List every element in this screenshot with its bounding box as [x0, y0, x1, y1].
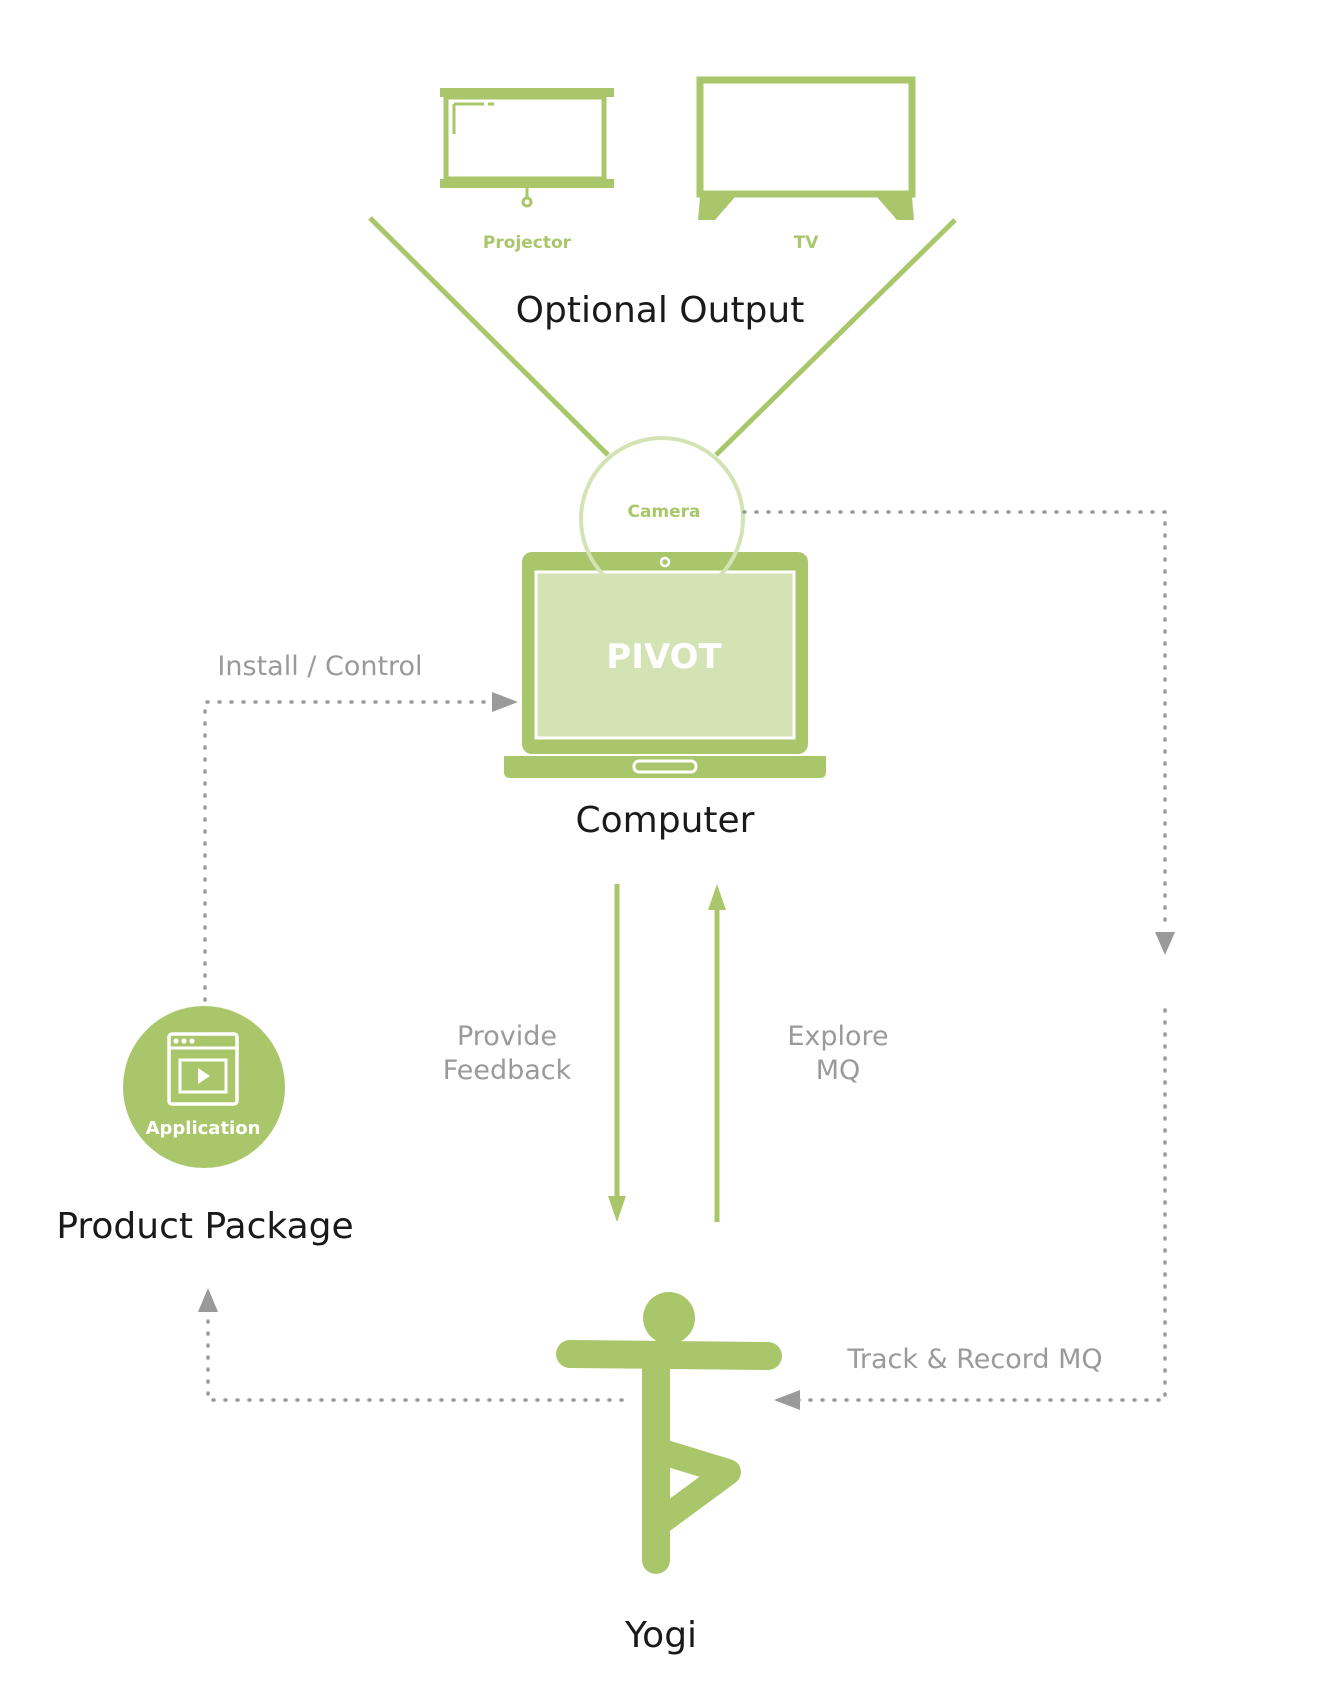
tv-label: TV	[794, 233, 820, 253]
tv-connector	[714, 218, 957, 457]
optional-output-label: Optional Output	[516, 290, 805, 331]
application-node: Application	[123, 1006, 285, 1168]
app-window-play-icon	[167, 1032, 239, 1106]
computer-label: Computer	[576, 800, 755, 841]
camera-circle	[579, 436, 745, 602]
projector-connector	[368, 216, 610, 457]
yoga-tree-pose-icon	[556, 1292, 782, 1574]
camera-track-arrowhead	[1155, 932, 1175, 955]
install-control-label: Install / Control	[217, 651, 422, 682]
track-record-label: Track & Record MQ	[846, 1344, 1102, 1375]
camera-label: Camera	[627, 502, 700, 522]
application-label: Application	[146, 1118, 261, 1139]
yogi-package-connector	[206, 1313, 624, 1402]
yogi-label: Yogi	[624, 1615, 697, 1656]
explore-mq-label-2: MQ	[816, 1055, 861, 1086]
camera-track-connector-top	[742, 510, 1167, 932]
tv-icon	[696, 76, 916, 220]
explore-mq-label-1: Explore	[787, 1021, 888, 1052]
projector-screen-icon	[440, 88, 614, 208]
explore-mq-arrowhead	[708, 884, 726, 910]
track-record-arrowhead	[774, 1390, 800, 1410]
yogi-package-arrowhead	[198, 1288, 218, 1312]
pivot-label: PIVOT	[606, 637, 722, 677]
install-control-arrowhead	[492, 692, 518, 712]
projector-label: Projector	[483, 233, 572, 253]
product-package-label: Product Package	[56, 1206, 353, 1247]
provide-feedback-label-2: Feedback	[443, 1055, 572, 1086]
provide-feedback-label-1: Provide	[457, 1021, 557, 1052]
install-control-connector	[203, 700, 507, 1002]
provide-feedback-arrowhead	[608, 1196, 626, 1222]
